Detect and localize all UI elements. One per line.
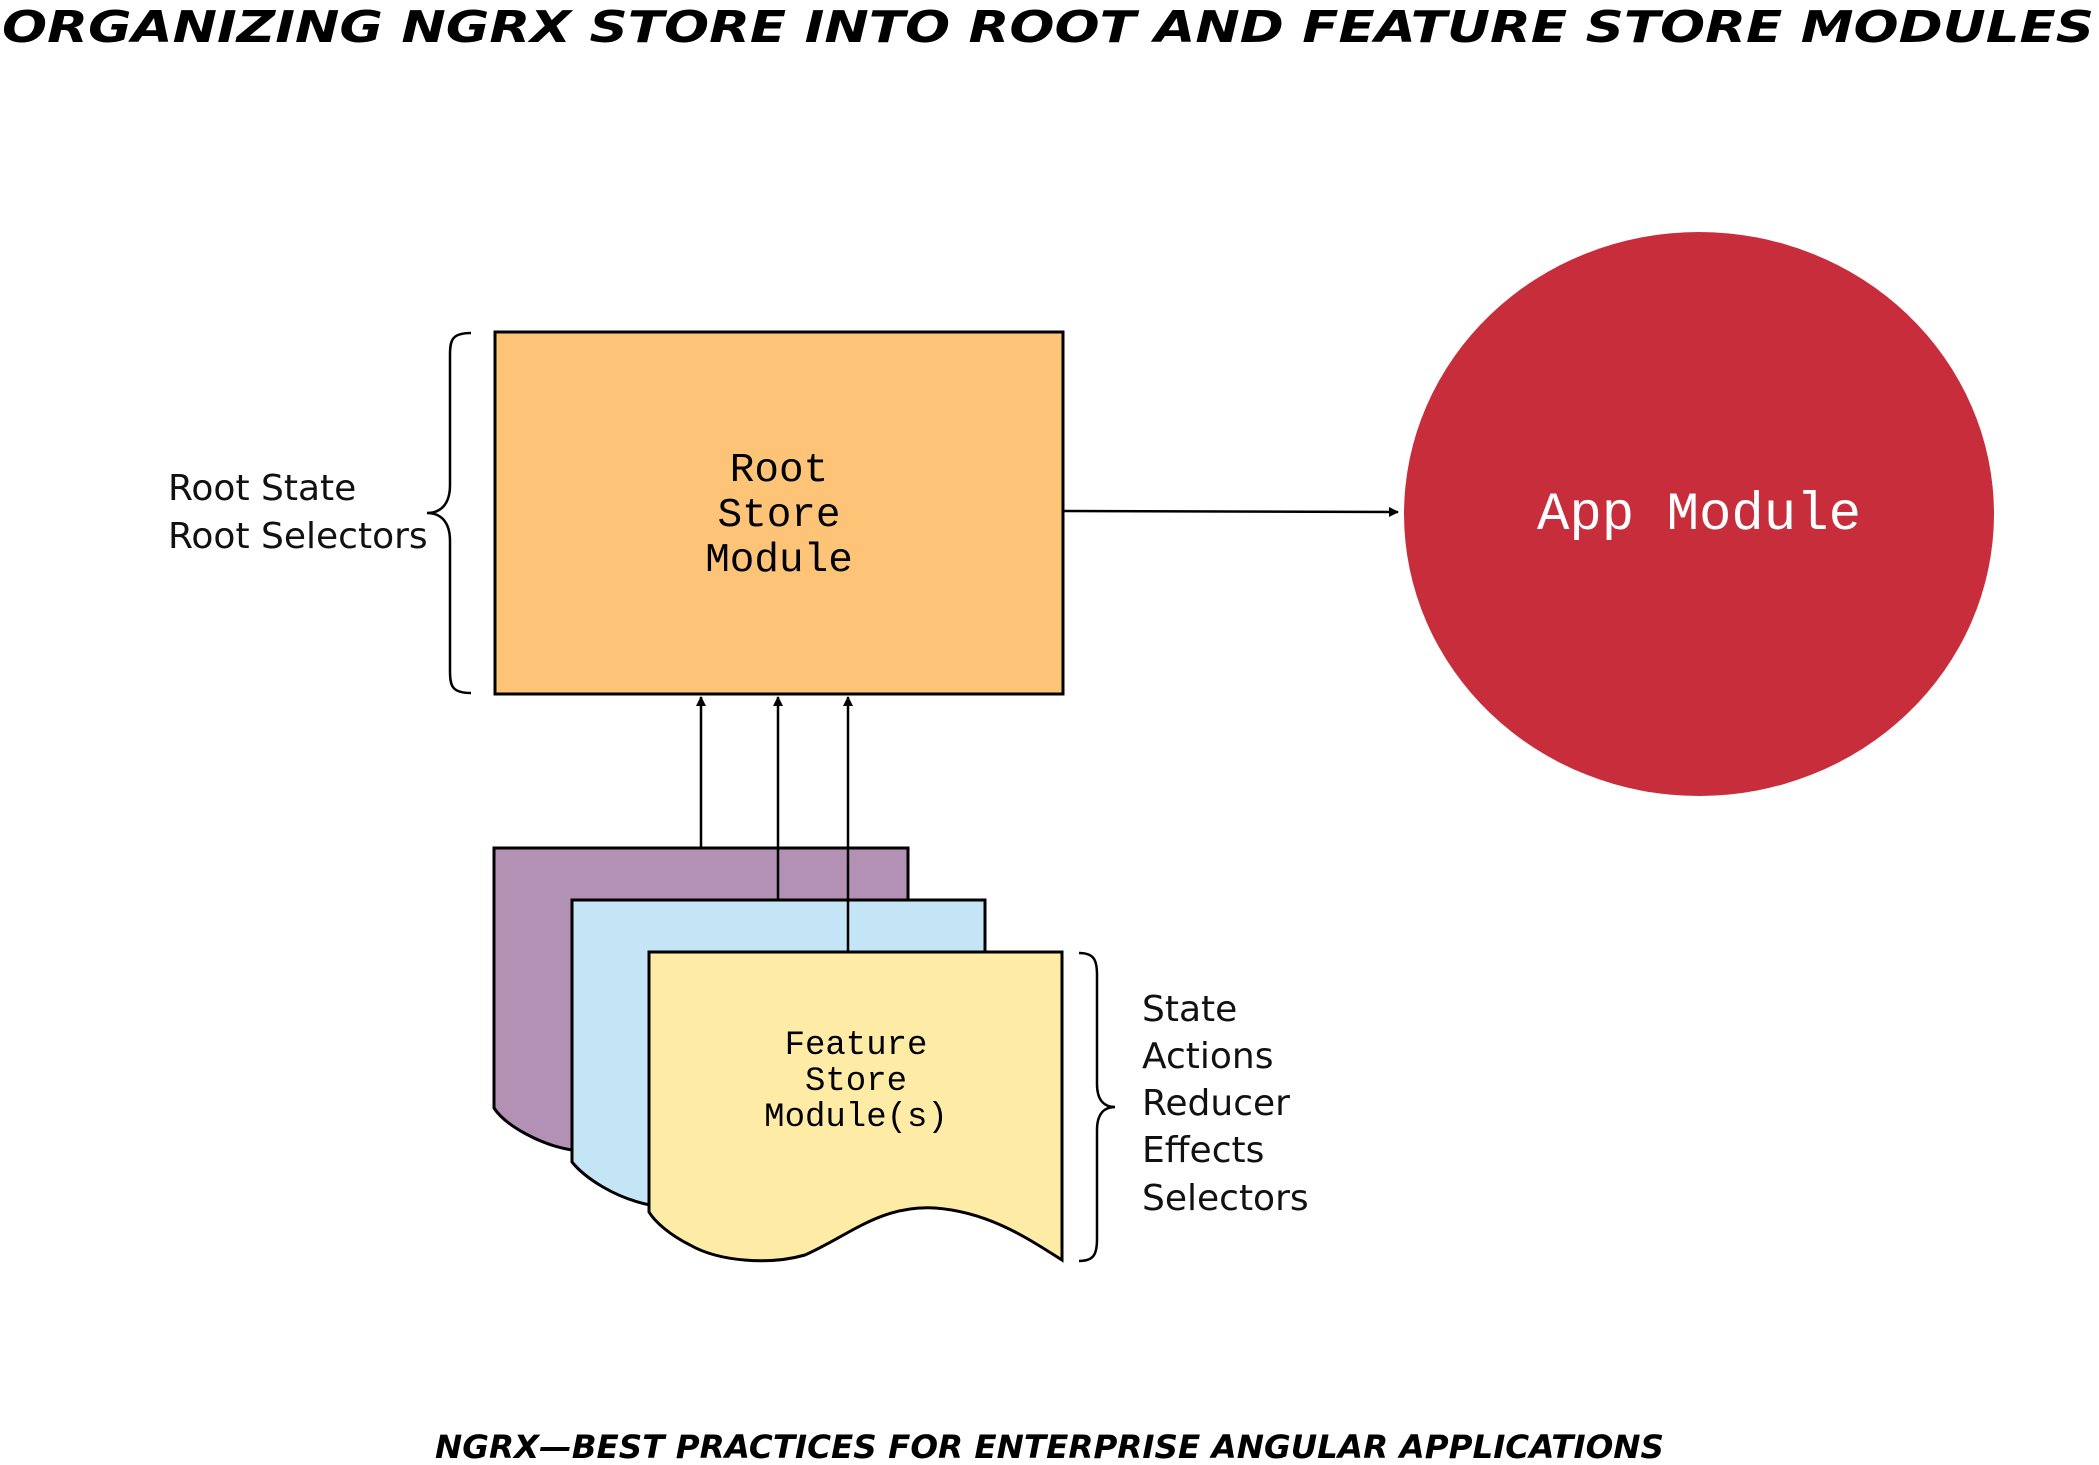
root-store-line-3: Module (705, 538, 853, 584)
feature-label-selectors: Selectors (1142, 1178, 1309, 1219)
feature-label-state: State (1142, 989, 1237, 1030)
feature-label-reducer: Reducer (1142, 1083, 1290, 1124)
feature-label-actions: Actions (1142, 1036, 1274, 1077)
feature-doc-front (647, 950, 1064, 1263)
root-label-selectors: Root Selectors (168, 516, 428, 557)
feature-label-effects: Effects (1142, 1130, 1264, 1171)
root-label-state: Root State (168, 468, 356, 509)
feature-store-line-3: Module(s) (764, 1099, 948, 1137)
root-store-box (493, 330, 1065, 696)
root-store-line-2: Store (717, 493, 840, 539)
page-footer: NgRx—Best Practices for Enterprise Angul… (435, 1428, 1664, 1465)
root-to-app-arrow (1062, 506, 1399, 517)
feature-brace (1078, 951, 1116, 1263)
root-brace (426, 331, 472, 695)
feature-store-line-2: Store (805, 1063, 907, 1101)
root-store-line-1: Root (730, 448, 828, 494)
app-module-circle (1404, 232, 1994, 796)
app-module-label: App Module (1537, 485, 1861, 546)
page-title: Organizing NgRx Store into Root and Feat… (2, 2, 2094, 53)
feature-store-line-1: Feature (785, 1027, 928, 1065)
